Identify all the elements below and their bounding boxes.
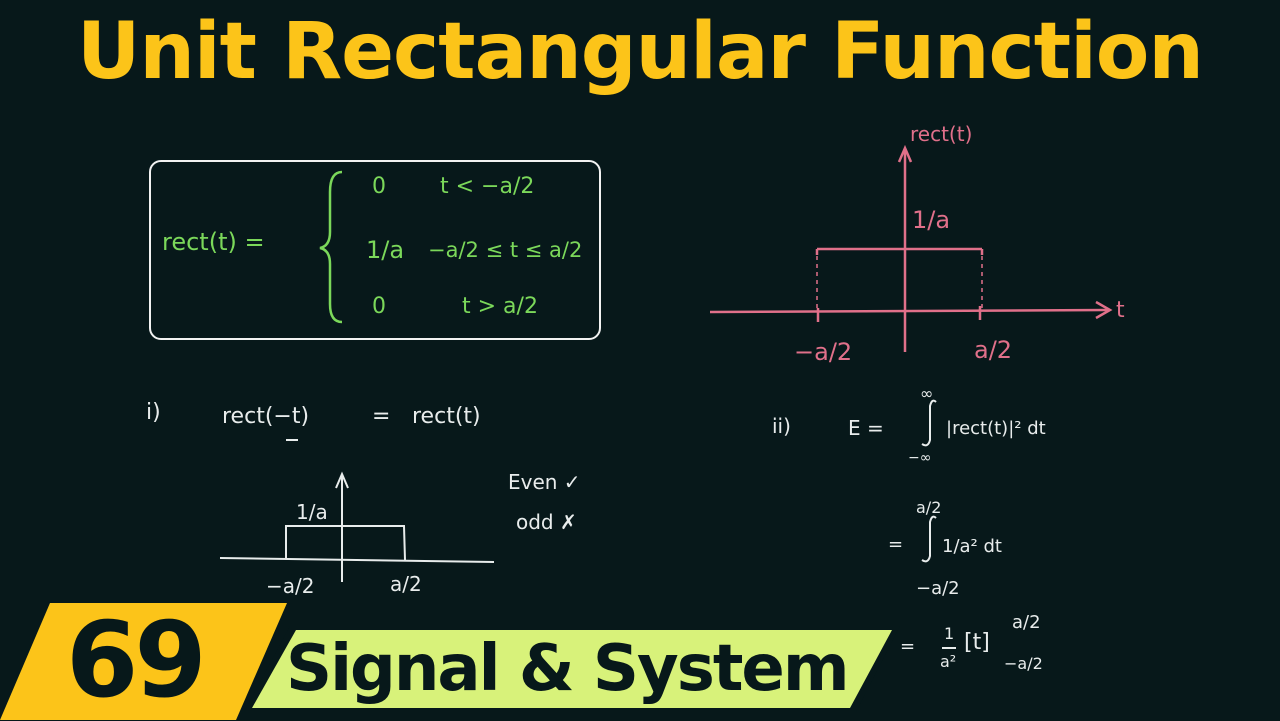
result-coef-den: a² xyxy=(940,652,957,671)
integral-1-integrand: |rect(t)|² dt xyxy=(946,418,1046,439)
definition-box xyxy=(149,160,601,340)
integral-2-integrand: 1/a² dt xyxy=(942,536,1002,557)
integral-2-lower: −a/2 xyxy=(916,578,960,599)
result-lower: −a/2 xyxy=(1004,654,1043,673)
odd-note: odd ✗ xyxy=(516,510,577,534)
result-coef-num: 1 xyxy=(944,624,955,643)
case-2-value: 1/a xyxy=(366,236,405,264)
episode-number: 69 xyxy=(66,599,207,721)
case-3-value: 0 xyxy=(372,294,386,319)
main-graph-y-label: rect(t) xyxy=(910,122,973,146)
integral-1-lower: −∞ xyxy=(908,450,932,466)
even-note: Even ✓ xyxy=(508,470,581,494)
main-graph-height-label: 1/a xyxy=(912,206,951,234)
property-i-lhs: rect(−t) xyxy=(222,404,310,429)
case-2-condition: −a/2 ≤ t ≤ a/2 xyxy=(428,238,583,262)
case-3-condition: t > a/2 xyxy=(462,294,538,319)
integral-2-upper: a/2 xyxy=(916,498,942,517)
case-1-condition: t < −a/2 xyxy=(440,174,535,199)
case-1-value: 0 xyxy=(372,174,386,199)
result-equals: = xyxy=(900,636,916,657)
energy-lhs: E = xyxy=(848,416,884,440)
definition-lhs: rect(t) = xyxy=(162,228,265,256)
main-graph-x-label: t xyxy=(1116,298,1125,323)
property-ii-marker: ii) xyxy=(772,414,791,438)
main-graph-right-tick: a/2 xyxy=(974,336,1013,364)
property-i-rhs: rect(t) xyxy=(412,404,481,429)
series-name: Signal & System xyxy=(286,632,849,706)
integral-1-upper: ∞ xyxy=(920,384,934,403)
property-i-height-label: 1/a xyxy=(296,500,328,524)
property-i-marker: i) xyxy=(146,400,161,425)
result-bracket: [t] xyxy=(964,630,990,655)
result-upper: a/2 xyxy=(1012,612,1041,633)
integral-2-equals: = xyxy=(888,534,904,555)
property-i-equals: = xyxy=(372,404,391,429)
page-title: Unit Rectangular Function xyxy=(77,7,1204,97)
property-i-left-tick: −a/2 xyxy=(266,574,315,598)
property-i-right-tick: a/2 xyxy=(390,572,422,596)
main-graph-left-tick: −a/2 xyxy=(794,338,853,366)
